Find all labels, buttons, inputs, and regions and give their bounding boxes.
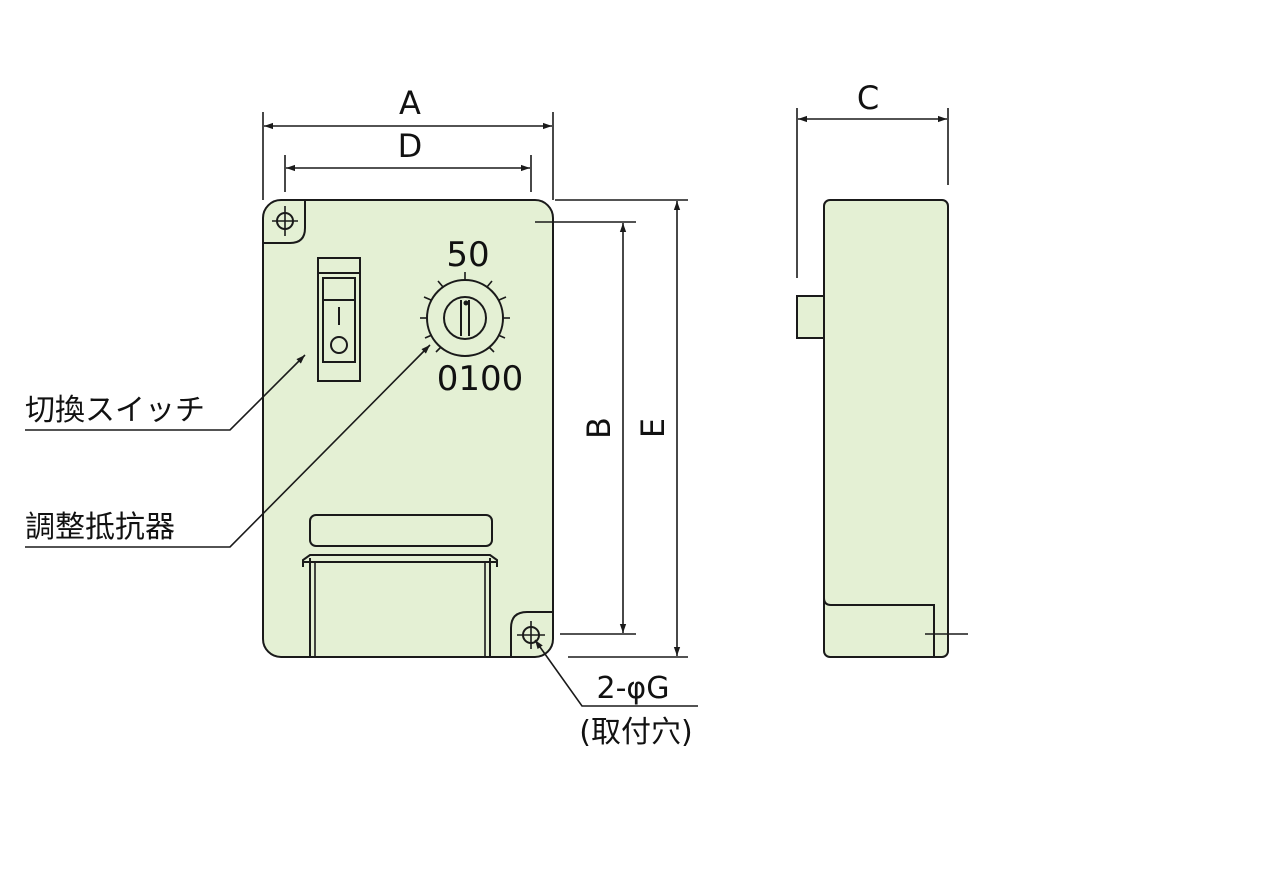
front-view: 50 0100	[262, 199, 554, 658]
dial-label-bottom: 0100	[437, 359, 524, 399]
dimension-c	[796, 108, 949, 278]
callout-resistor-leader	[25, 344, 431, 548]
callout-hole-name: (取付穴)	[579, 715, 692, 750]
terminal-connector	[302, 554, 498, 657]
dimension-a	[262, 112, 554, 200]
dimension-d-label: D	[398, 127, 423, 165]
dial-label-top: 50	[446, 235, 489, 275]
adjustment-dial	[420, 272, 510, 357]
callout-resistor-label: 調整抵抗器	[25, 510, 175, 545]
callout-switch-label: 切換スイッチ	[25, 393, 205, 428]
callout-hole-spec: 2-φG	[597, 671, 670, 706]
side-knob	[796, 295, 825, 339]
dimension-a-label: A	[399, 84, 421, 122]
dimension-b-label: B	[580, 417, 618, 439]
dimension-b	[535, 221, 636, 635]
selector-switch	[317, 257, 361, 382]
callout-switch-leader	[25, 354, 306, 431]
label-window	[309, 514, 493, 547]
side-view	[796, 199, 968, 658]
dimension-e-label: E	[634, 418, 672, 438]
dimension-d	[284, 155, 532, 192]
dimension-c-label: C	[857, 79, 879, 117]
mounting-hole-bottom-right	[510, 611, 553, 657]
callout-hole-leader	[534, 639, 698, 707]
mounting-hole-top-left	[263, 200, 306, 244]
front-body	[262, 199, 554, 658]
dimension-e	[555, 199, 688, 658]
side-body	[823, 199, 949, 658]
